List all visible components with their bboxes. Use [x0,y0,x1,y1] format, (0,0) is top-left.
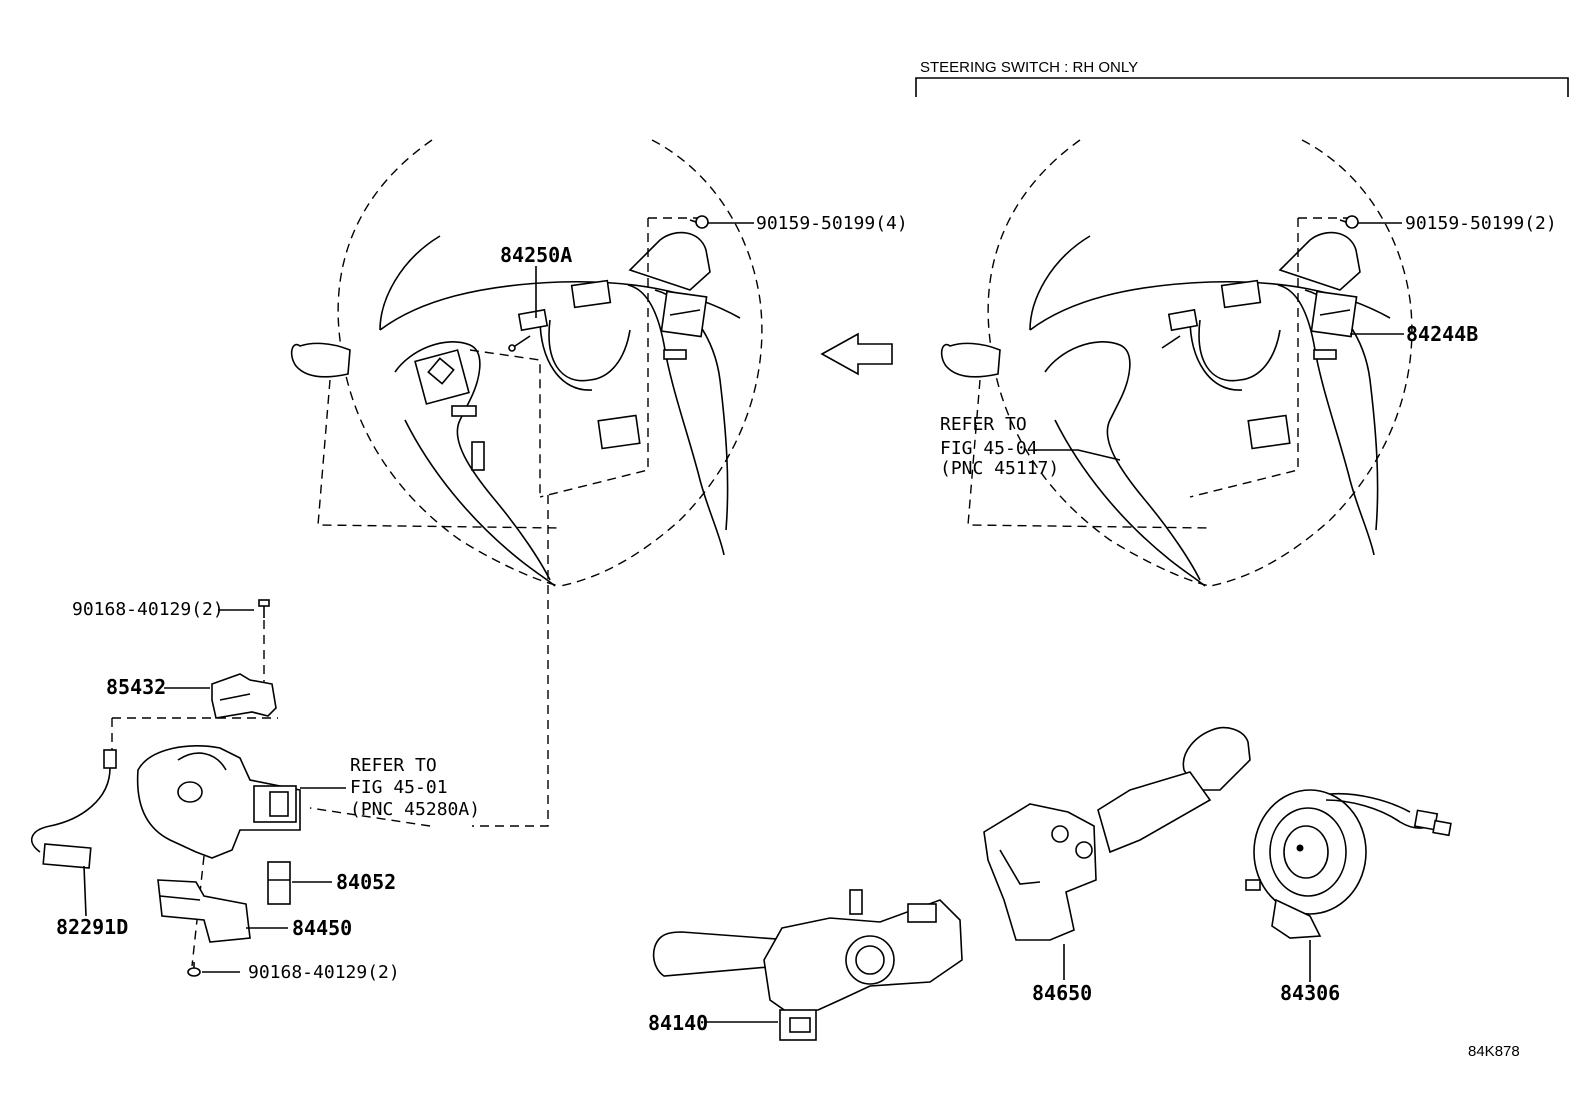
callout-switch-84052: 84052 [336,870,396,894]
callout-screw-left-wheel: 90159-50199(4) [756,213,908,234]
steering-wheel-right [940,139,1413,587]
refer-fig-45-04-line-3: (PNC 45117) [940,458,1059,479]
callout-screw-right-wheel: 90159-50199(2) [1405,213,1557,234]
callout-spiral-cable-84306: 84306 [1280,981,1340,1005]
refer-fig-45-04-line-1: REFER TO [940,414,1027,435]
refer-fig-45-01-line-1: REFER TO [350,755,437,776]
callout-switch-84244b: 84244B [1406,322,1478,346]
spiral-cable-84306 [1245,789,1452,939]
screw-icon [1339,215,1359,229]
combination-switch-84650 [983,726,1251,941]
rh-only-bracket: STEERING SWITCH : RH ONLY [915,59,1569,97]
callout-switch-84140: 84140 [648,1011,708,1035]
column-switch-assembly [30,599,301,977]
callout-bracket-84450: 84450 [292,916,352,940]
callout-switch-84250a: 84250A [500,243,572,267]
refer-fig-45-01-line-2: FIG 45-01 [350,777,448,798]
figure-code: 84K878 [1468,1043,1520,1060]
callout-switch-84650: 84650 [1032,981,1092,1005]
refer-fig-45-04-line-2: FIG 45-04 [940,438,1038,459]
section-label: STEERING SWITCH : RH ONLY [920,59,1138,76]
screw-icon [187,962,201,977]
combination-switch-84140 [652,889,963,1041]
screw-icon [689,215,709,229]
refer-fig-45-01-line-3: (PNC 45280A) [350,799,480,820]
callout-screw-top: 90168-40129(2) [72,599,224,620]
screw-icon [258,599,270,618]
callout-bracket-85432: 85432 [106,675,166,699]
steering-wheel-left [290,139,763,827]
callout-harness-82291d: 82291D [56,915,128,939]
callout-screw-bottom: 90168-40129(2) [248,962,400,983]
direction-arrow-icon [820,332,893,376]
